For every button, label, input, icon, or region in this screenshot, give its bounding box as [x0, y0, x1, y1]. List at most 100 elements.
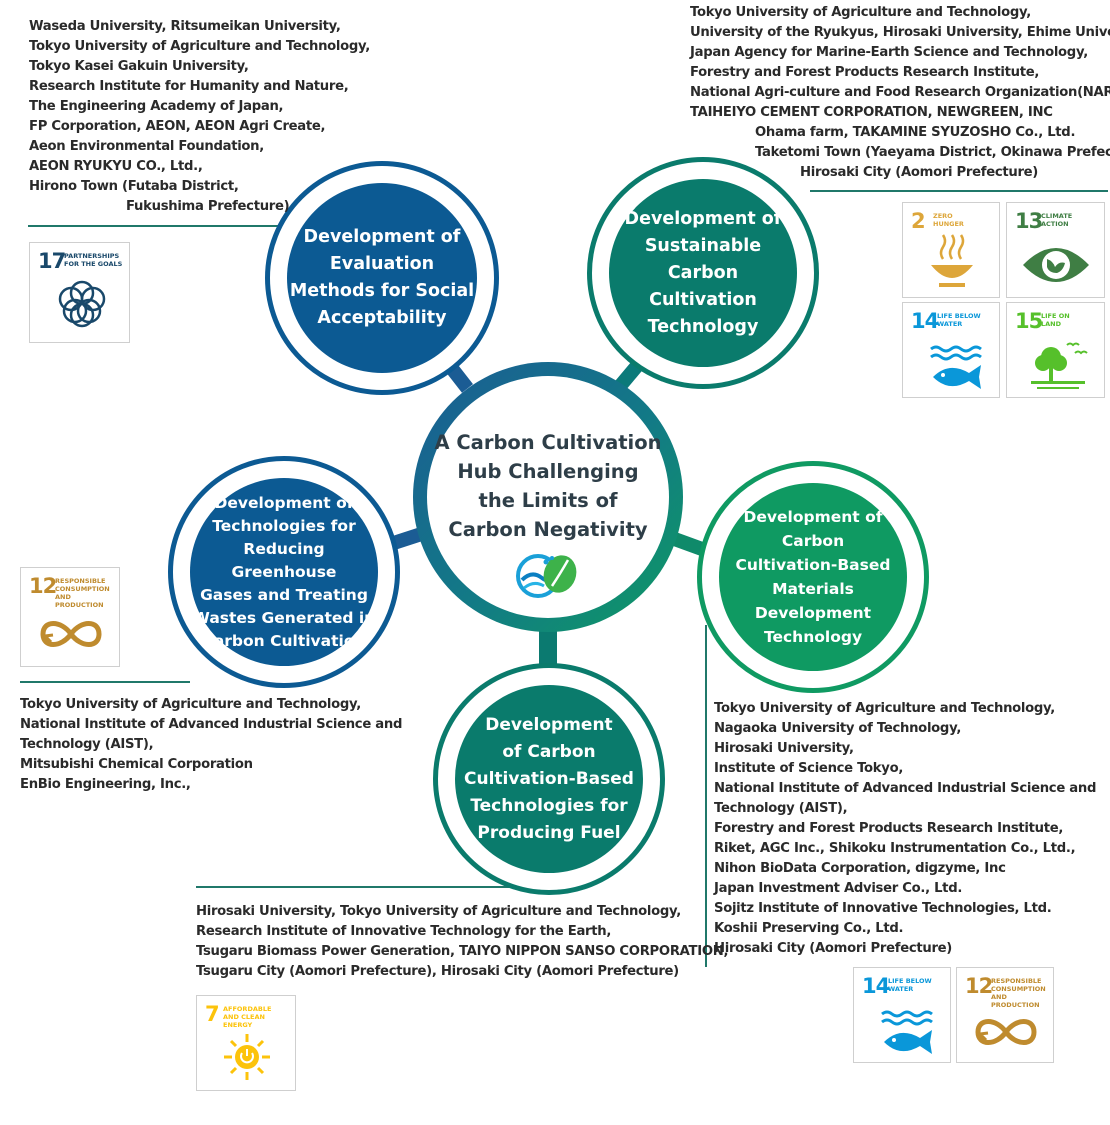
partner-line: Koshii Preserving Co., Ltd.	[714, 921, 904, 936]
sdg-label: LIFE BELOW WATER	[888, 977, 932, 993]
partner-line: Nihon BioData Corporation, digzyme, Inc	[714, 861, 1006, 876]
hub-circle: A Carbon Cultivation Hub Challenging the…	[427, 376, 669, 618]
node-label-line: Materials Development	[754, 580, 872, 622]
partner-line: National Institute of Advanced Industria…	[714, 781, 1097, 796]
fish-icon	[930, 345, 982, 389]
partner-line: TAIHEIYO CEMENT CORPORATION, NEWGREEN, I…	[690, 105, 1053, 120]
hub-title-line: A Carbon Cultivation	[434, 431, 662, 454]
partner-line: Aeon Environmental Foundation,	[29, 139, 264, 154]
sdg-number: 13	[1015, 209, 1043, 233]
partner-line: Tsugaru City (Aomori Prefecture), Hirosa…	[196, 964, 679, 979]
sdg-12-tile: 12 RESPONSIBLE CONSUMPTION AND PRODUCTIO…	[956, 967, 1054, 1063]
node-label-line: Sustainable Carbon	[644, 235, 762, 283]
partners-evaluation: Waseda University, Ritsumeikan Universit…	[29, 17, 370, 217]
connector-line-fuel	[196, 886, 526, 888]
node-evaluation: Development of Evaluation Methods for So…	[287, 183, 477, 373]
partner-line: Hirosaki City (Aomori Prefecture)	[800, 165, 1039, 180]
flower-rings-icon	[58, 280, 106, 328]
tree-birds-icon	[1031, 342, 1088, 389]
partner-line: Fukushima Prefecture)	[126, 199, 290, 214]
partner-line: Technology (AIST),	[714, 801, 848, 816]
partner-line: Tsugaru Biomass Power Generation, TAIYO …	[196, 944, 729, 959]
node-label-line: Cultivation	[649, 289, 757, 310]
sdg-label: AFFORDABLE AND CLEAN ENERGY	[223, 1005, 272, 1029]
partner-line: Institute of Science Tokyo,	[714, 761, 904, 776]
node-label-line: Gases and Treating	[200, 585, 368, 604]
sdg-number: 2	[911, 209, 926, 233]
node-label-line: Reducing Greenhouse	[231, 539, 337, 581]
sdg-label: RESPONSIBLE CONSUMPTION AND PRODUCTION	[55, 577, 110, 609]
connector-line-evaluation	[28, 225, 280, 227]
partner-line: National Institute of Advanced Industria…	[20, 717, 403, 732]
node-label-line: Evaluation	[329, 254, 435, 274]
partner-line: The Engineering Academy of Japan,	[29, 99, 284, 114]
sdg-number: 7	[205, 1002, 220, 1026]
sdg-label: CLIMATE ACTION	[1041, 212, 1073, 228]
partner-line: National Agri-culture and Food Research …	[690, 85, 1110, 100]
partner-line: EnBio Engineering, Inc.,	[20, 777, 191, 792]
node-label-line: Producing Fuel	[477, 822, 621, 843]
partner-line: Hirosaki University, Tokyo University of…	[196, 904, 681, 919]
fish-icon	[881, 1010, 933, 1054]
spoke-fuel	[539, 628, 557, 668]
sdg-number: 17	[38, 249, 66, 273]
sdg-label: LIFE ON LAND	[1041, 312, 1070, 328]
node-materials: Development of Carbon Cultivation-Based …	[719, 483, 907, 671]
node-sustainable: Development of Sustainable Carbon Cultiv…	[609, 179, 797, 367]
node-label-line: Development of	[624, 208, 782, 229]
connector-line-reducing	[20, 681, 190, 683]
partner-line: Japan Agency for Marine-Earth Science an…	[690, 45, 1088, 60]
node-fuel: Development of Carbon Cultivation-Based …	[455, 685, 643, 873]
sun-power-icon	[224, 1034, 270, 1080]
sdg-label: PARTNERSHIPS FOR THE GOALS	[64, 252, 123, 268]
partners-sustainable: Tokyo University of Agriculture and Tech…	[690, 3, 1110, 183]
node-label-line: Carbon Cultivation	[202, 631, 366, 650]
node-label-line: Technology	[647, 316, 759, 337]
node-label-line: Technologies for	[470, 795, 628, 816]
node-label-line: Development of	[303, 227, 461, 247]
infinity-icon	[975, 1019, 1037, 1045]
partner-line: Tokyo University of Agriculture and Tech…	[690, 5, 1032, 20]
partner-line: Japan Investment Adviser Co., Ltd.	[714, 881, 963, 896]
node-label-line: Development of	[214, 493, 354, 512]
sdg-14-tile: 14 LIFE BELOW WATER	[902, 302, 1000, 398]
partner-line: Technology (AIST),	[20, 737, 154, 752]
node-label-line: Carbon	[781, 532, 845, 550]
partners-materials: Tokyo University of Agriculture and Tech…	[714, 699, 1096, 959]
partner-line: Tokyo University of Agriculture and Tech…	[29, 39, 371, 54]
hub-title-line: Hub Challenging	[457, 460, 639, 483]
partner-line: Ohama farm, TAKAMINE SYUZOSHO Co., Ltd.	[755, 125, 1076, 140]
partner-line: Sojitz Institute of Innovative Technolog…	[714, 901, 1052, 916]
wave-leaf-logo-icon	[516, 554, 577, 598]
connector-line-materials	[705, 625, 707, 967]
connector-line-sustainable	[810, 190, 1108, 192]
partners-reducing: Tokyo University of Agriculture and Tech…	[20, 695, 402, 795]
partner-line: AEON RYUKYU CO., Ltd.,	[29, 159, 203, 174]
partner-line: FP Corporation, AEON, AEON Agri Create,	[29, 119, 326, 134]
partner-line: Taketomi Town (Yaeyama District, Okinawa…	[755, 145, 1110, 160]
sdg-13-tile: 13 CLIMATE ACTION	[1006, 202, 1105, 298]
sdg-number: 14	[911, 309, 939, 333]
node-label-line: Technology	[763, 628, 863, 646]
partner-line: University of the Ryukyus, Hirosaki Univ…	[690, 25, 1110, 40]
partner-line: Tokyo Kasei Gakuin University,	[29, 59, 249, 74]
globe-eye-icon	[1023, 248, 1089, 282]
node-label-line: Methods for Social	[289, 281, 475, 301]
bowl-icon	[931, 234, 973, 287]
sdg-number: 12	[29, 574, 57, 598]
partner-line: Nagaoka University of Technology,	[714, 721, 962, 736]
sdg-label: RESPONSIBLE CONSUMPTION AND PRODUCTION	[991, 977, 1046, 1009]
sdg-number: 15	[1015, 309, 1043, 333]
partner-line: Tokyo University of Agriculture and Tech…	[20, 697, 362, 712]
node-reducing: Development of Technologies for Reducing…	[190, 478, 378, 666]
sdg-12-tile: 12 RESPONSIBLE CONSUMPTION AND PRODUCTIO…	[20, 567, 120, 667]
sdg-14-tile: 14 LIFE BELOW WATER	[853, 967, 951, 1063]
infinity-icon	[40, 621, 102, 647]
partner-line: Waseda University, Ritsumeikan Universit…	[29, 19, 341, 34]
partner-line: Tokyo University of Agriculture and Tech…	[714, 701, 1056, 716]
node-label-line: Cultivation-Based	[735, 556, 891, 574]
node-label-line: Development	[485, 714, 613, 735]
node-label-line: Cultivation-Based	[464, 768, 634, 789]
partner-line: Research Institute of Innovative Technol…	[196, 924, 612, 939]
